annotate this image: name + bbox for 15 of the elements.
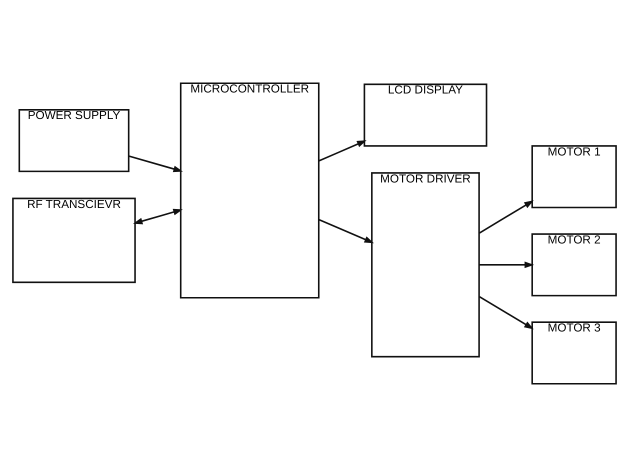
arrow	[128, 154, 183, 172]
node-box: MOTOR DRIVER	[371, 172, 480, 357]
arrow	[318, 140, 367, 162]
node-box: MOTOR 1	[531, 144, 617, 208]
arrow	[479, 200, 534, 234]
arrow	[479, 295, 534, 329]
node-box: MOTOR 2	[531, 232, 617, 296]
arrow	[479, 260, 534, 268]
node-box: MOTOR 3	[531, 320, 617, 384]
arrow	[318, 218, 374, 243]
arrow	[132, 208, 183, 224]
node-box: RF TRANSCIEVR	[12, 197, 136, 283]
node-box: LCD DISPLAY	[364, 83, 488, 146]
node-box: MICROCONTROLLER	[180, 82, 320, 298]
node-box: POWER SUPPLY	[18, 108, 130, 172]
